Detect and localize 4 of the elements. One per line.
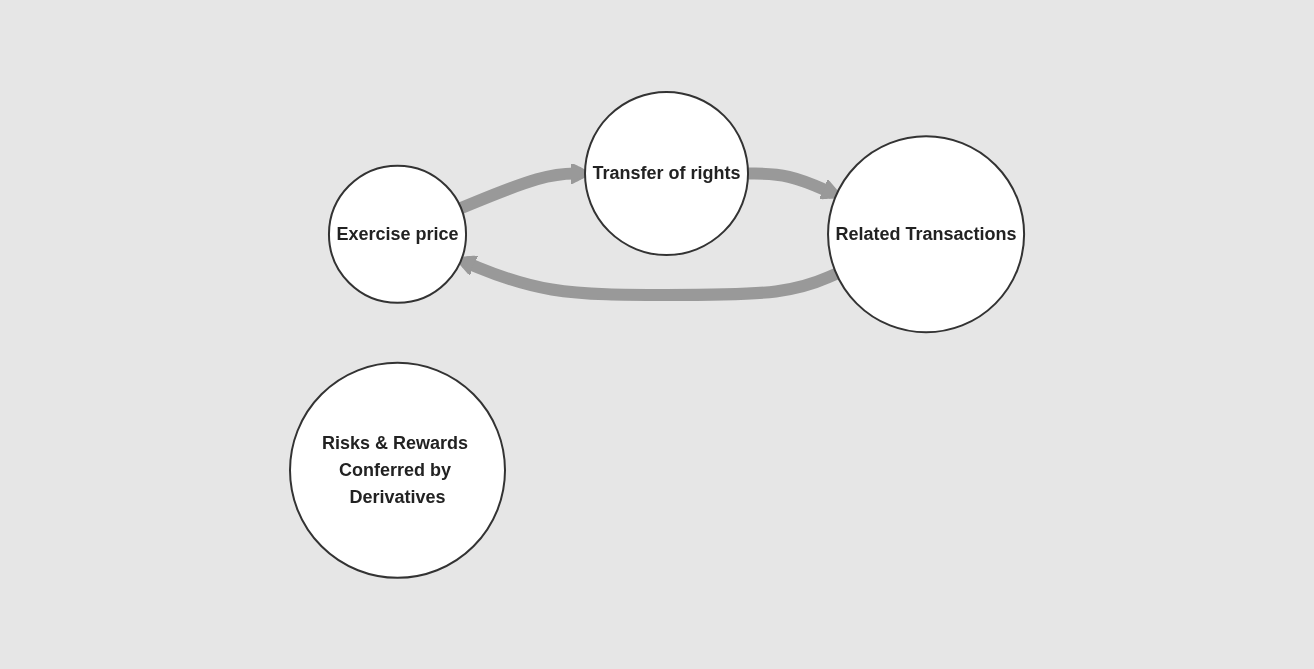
node-circle: Risks & Rewards Conferred by Derivatives xyxy=(288,361,506,579)
node-circle: Exercise price xyxy=(327,164,467,304)
node-circle: Related Transactions xyxy=(826,134,1026,333)
node-circle: Transfer of rights xyxy=(583,90,749,256)
